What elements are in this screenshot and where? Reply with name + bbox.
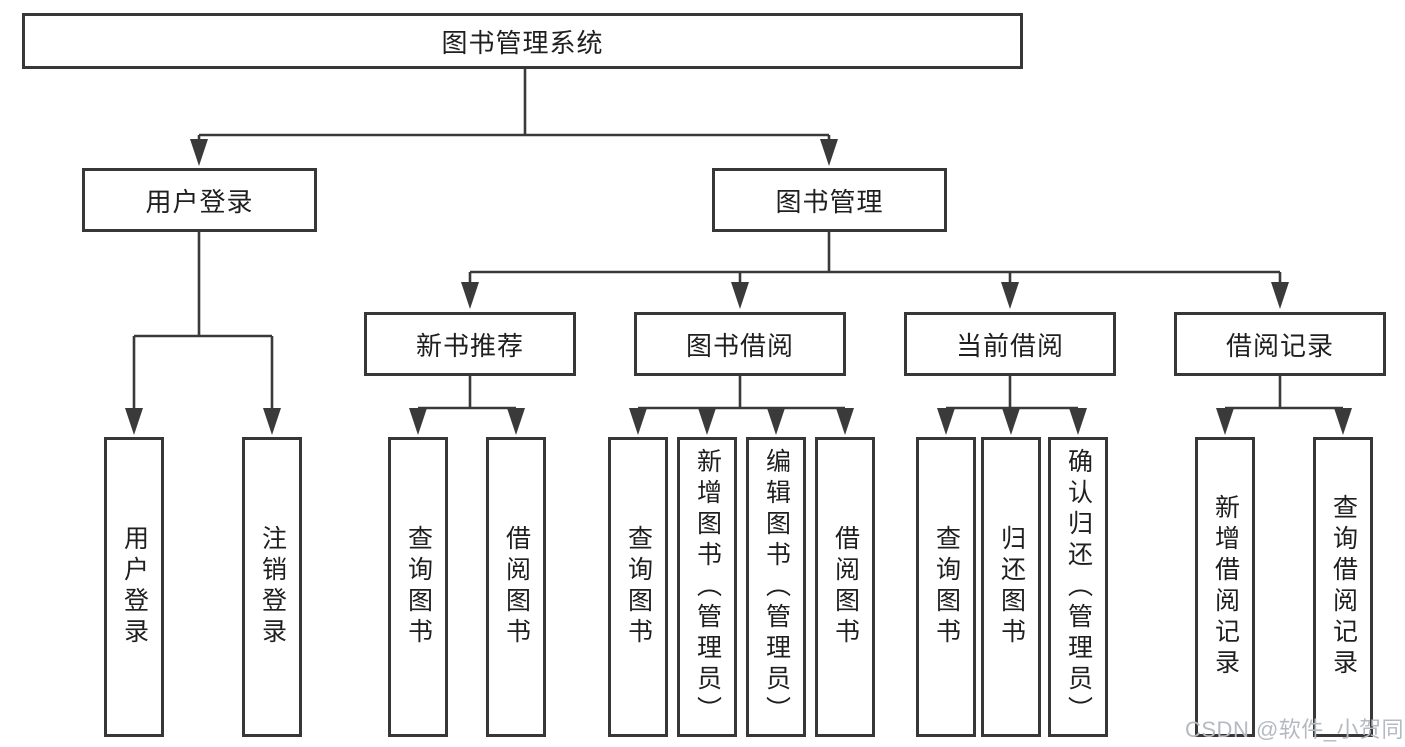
node-root-label: 图书管理系统 <box>441 27 604 58</box>
node-label: 新增借阅记录 <box>1211 494 1240 680</box>
arrowhead <box>937 408 955 435</box>
node-label: 借阅图书 <box>831 525 860 649</box>
node-confirm-return-admin: 确认归还（管理员） <box>1048 437 1108 737</box>
node-label: 新书推荐 <box>415 330 524 361</box>
node-current-borrowing: 当前借阅 <box>904 312 1116 376</box>
node-label: 查询图书 <box>932 525 961 649</box>
connector-book-borrow <box>636 376 847 418</box>
node-label: 借阅记录 <box>1225 330 1334 361</box>
node-query-books-borrow: 查询图书 <box>608 437 668 737</box>
arrowhead <box>125 408 143 435</box>
arrowhead <box>263 408 281 435</box>
node-query-borrow-record: 查询借阅记录 <box>1313 437 1373 737</box>
arrowhead <box>767 408 785 435</box>
watermark: CSDN @软件_小贺同学 <box>1185 717 1405 742</box>
arrowhead <box>190 139 208 166</box>
arrowhead <box>1002 408 1020 435</box>
arrowhead <box>820 139 838 166</box>
node-label: 图书管理 <box>775 186 884 217</box>
node-label: 图书借阅 <box>685 330 794 361</box>
node-return-books: 归还图书 <box>981 437 1041 737</box>
arrowhead <box>629 408 647 435</box>
node-label: 用户登录 <box>120 525 149 649</box>
arrowhead <box>461 282 479 309</box>
arrowhead <box>1001 282 1019 309</box>
node-label: 当前借阅 <box>955 330 1064 361</box>
node-query-books-recommend: 查询图书 <box>388 437 448 737</box>
node-label: 用户登录 <box>145 186 254 217</box>
arrowhead <box>731 282 749 309</box>
connector-user-login <box>132 232 274 418</box>
connector-book-management <box>468 232 1282 290</box>
node-label: 新增图书（管理员） <box>693 447 722 727</box>
arrowhead <box>409 408 427 435</box>
node-label: 确认归还（管理员） <box>1064 447 1093 727</box>
arrowhead <box>698 408 716 435</box>
node-root: 图书管理系统 <box>22 13 1023 69</box>
node-label: 查询借阅记录 <box>1329 494 1358 680</box>
node-label: 查询图书 <box>404 525 433 649</box>
node-book-management-branch: 图书管理 <box>712 168 947 232</box>
node-book-borrowing: 图书借阅 <box>634 312 846 376</box>
arrowhead <box>1334 408 1352 435</box>
node-user-login-branch: 用户登录 <box>82 168 317 232</box>
connector-borrow-record <box>1223 376 1345 418</box>
node-label: 借阅图书 <box>502 525 531 649</box>
node-logout: 注销登录 <box>242 437 302 737</box>
connector-new-book <box>416 376 518 418</box>
node-label: 归还图书 <box>997 525 1026 649</box>
arrowhead <box>836 408 854 435</box>
node-new-book-recommendation: 新书推荐 <box>364 312 576 376</box>
arrowhead <box>1216 408 1234 435</box>
connector-root <box>197 69 831 150</box>
arrowheads <box>125 139 1352 435</box>
arrowhead <box>507 408 525 435</box>
node-label: 查询图书 <box>624 525 653 649</box>
arrowhead <box>1271 282 1289 309</box>
arrowhead <box>1069 408 1087 435</box>
node-query-books-current: 查询图书 <box>916 437 976 737</box>
node-add-borrow-record: 新增借阅记录 <box>1195 437 1255 737</box>
node-borrowing-records: 借阅记录 <box>1174 312 1386 376</box>
node-borrow-books-recommend: 借阅图书 <box>486 437 546 737</box>
node-edit-book-admin: 编辑图书（管理员） <box>746 437 806 737</box>
node-borrow-books: 借阅图书 <box>815 437 875 737</box>
node-user-login: 用户登录 <box>104 437 164 737</box>
node-label: 注销登录 <box>258 525 287 649</box>
node-add-book-admin: 新增图书（管理员） <box>677 437 737 737</box>
node-label: 编辑图书（管理员） <box>762 447 791 727</box>
